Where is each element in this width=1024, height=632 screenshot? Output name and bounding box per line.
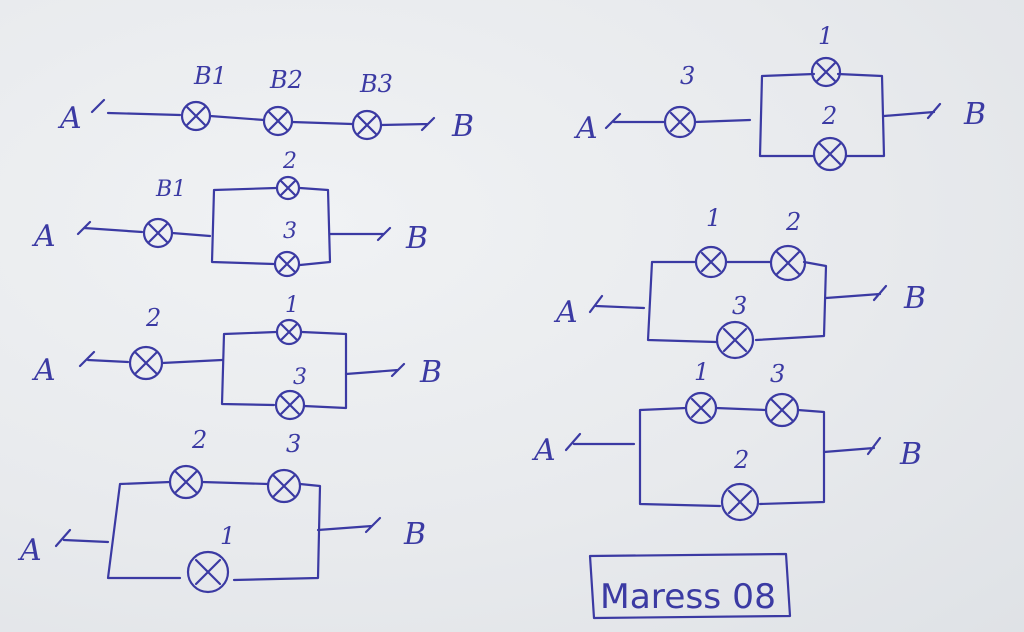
lamp-label: 3 [283,219,297,244]
wire [564,432,636,452]
circuit-1: A B B1 B2 B3 [57,62,474,144]
terminal-b-label: B [403,517,426,552]
lamp-label: B1 [155,177,186,202]
signature-text: Maress 08 [600,577,776,617]
wire [824,284,888,302]
wire [160,330,348,410]
circuit-2: A B B1 2 3 [31,149,428,278]
wire [106,480,322,582]
wire [208,114,266,122]
terminal-b-label: B [419,355,442,390]
lamp-label: 1 [694,358,709,386]
lamp-symbol [275,175,301,201]
signature-box: Maress 08 [588,552,792,620]
terminal-b-label: B [451,109,474,144]
lamp-symbol [694,245,728,279]
wire [882,102,942,120]
lamp-label: 1 [220,522,235,550]
wire [344,362,406,378]
terminal-a-label: A [553,295,578,330]
lamp-label: B2 [269,66,303,94]
lamp-symbol [715,320,755,360]
terminal-a-label: A [31,219,56,254]
terminal-b-label: B [405,221,428,256]
lamp-label: 3 [732,292,747,320]
wire [316,516,382,534]
wire [822,436,882,456]
lamp-symbol [274,389,306,421]
lamp-symbol [684,391,718,425]
wire [379,116,436,132]
lamp-symbol [812,136,848,172]
terminal-a-label: A [17,533,42,568]
lamp-symbol [266,468,302,504]
lamp-label: B3 [359,70,393,98]
lamp-label: 2 [733,446,749,474]
lamp-label: B1 [193,62,227,90]
lamp-symbol [275,318,303,346]
lamp-label: 3 [286,430,301,458]
wire [78,350,130,368]
wire [90,98,182,117]
terminal-b-label: B [899,437,922,472]
lamp-label: 2 [145,304,161,332]
lamp-label: 3 [680,62,695,90]
circuit-7: A B 1 3 2 [531,358,922,522]
terminal-b-label: B [903,281,926,316]
lamp-label: 2 [191,426,207,454]
wire [646,260,828,344]
wire [328,226,392,242]
lamp-label: 3 [770,360,785,388]
signature-frame [588,552,792,620]
lamp-label: 1 [818,22,833,50]
wire [76,220,144,236]
wire [604,112,666,130]
terminal-a-label: A [57,101,82,136]
lamp-label: 2 [282,149,297,174]
wire [638,406,826,508]
lamp-label: 2 [821,102,837,130]
lamp-label: 1 [285,293,299,318]
lamp-label: 1 [706,204,721,232]
lamp-symbol [769,244,807,282]
lamp-label: 3 [293,365,307,390]
lamp-symbol [273,250,301,278]
lamp-symbol [168,464,204,500]
circuit-6: A B 1 2 3 [553,204,926,360]
circuit-3: A B 2 1 3 [31,293,442,421]
wire [170,186,332,267]
lamp-label: 2 [785,208,801,236]
terminal-a-label: A [573,111,598,146]
wire [290,120,354,126]
circuit-5: A B 3 1 2 [573,22,986,172]
lamp-symbol [810,56,842,88]
lamp-symbol [720,482,760,522]
terminal-b-label: B [963,97,986,132]
lamp-symbol [764,392,800,428]
wire [693,72,886,158]
wire [588,294,646,314]
terminal-a-label: A [31,353,56,388]
terminal-a-label: A [531,433,556,468]
wire [54,528,110,548]
circuit-4: A B 2 3 1 [17,426,426,594]
lamp-symbol [186,550,230,594]
